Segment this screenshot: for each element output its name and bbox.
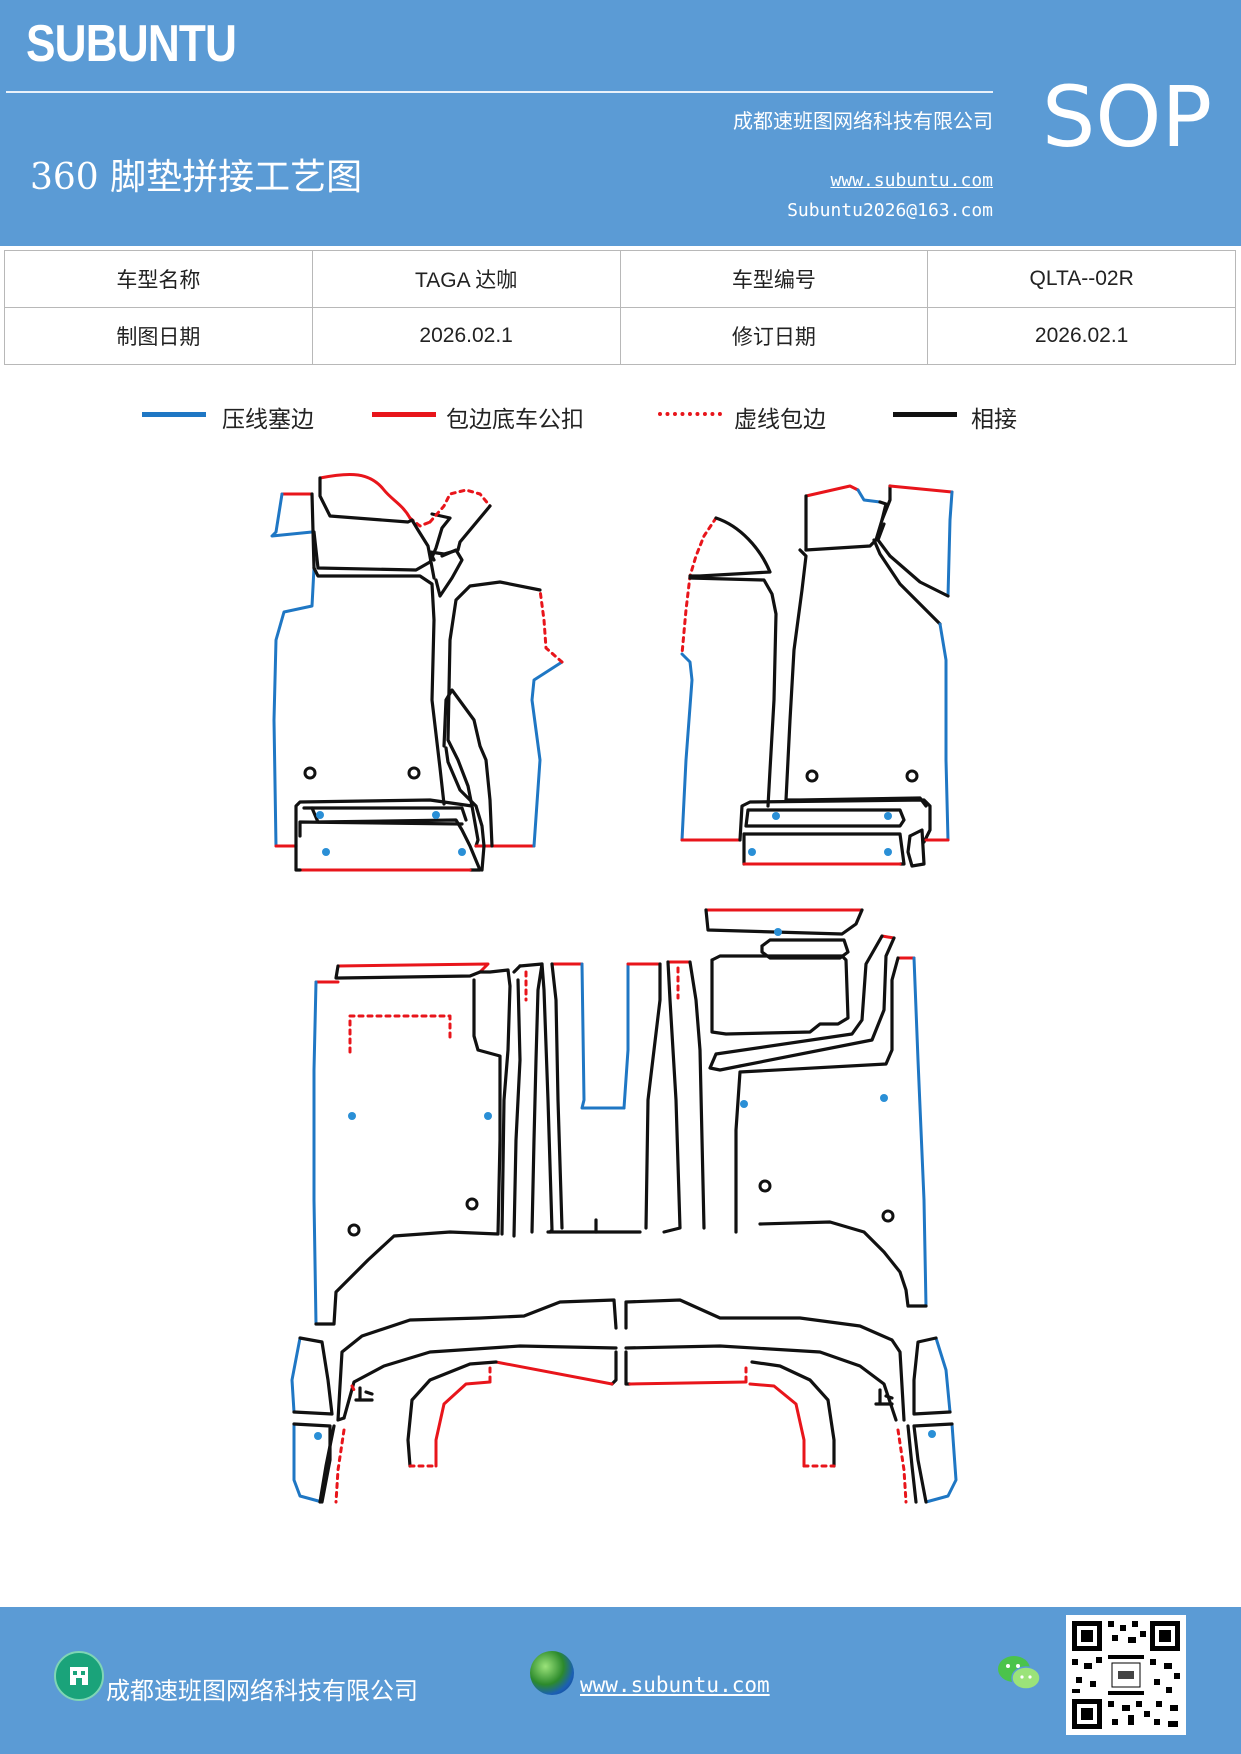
legend-swatch-red-dotted [658, 412, 722, 416]
label-drawing-date: 制图日期 [4, 307, 313, 365]
page-title: 360 脚垫拼接工艺图 [30, 157, 363, 198]
value-revision-date: 2026.02.1 [927, 307, 1236, 365]
front-left-mat [270, 472, 564, 872]
header-banner: SUBUNTU 成都速班图网络科技有限公司 360 脚垫拼接工艺图 www.su… [0, 0, 1241, 246]
footer-banner: 成都速班图网络科技有限公司 www.subuntu.com [0, 1607, 1241, 1754]
wechat-icon[interactable] [996, 1651, 1044, 1695]
label-model-name: 车型名称 [4, 250, 313, 308]
front-right-mat [680, 484, 954, 868]
sop-badge: SOP [1042, 68, 1213, 166]
website-link[interactable]: www.subuntu.com [830, 170, 993, 191]
header-divider [6, 91, 993, 93]
legend-swatch-black [893, 412, 957, 417]
legend-swatch-blue [142, 412, 206, 417]
legend-label: 虚线包边 [734, 407, 826, 433]
table-row: 制图日期 2026.02.1 修订日期 2026.02.1 [4, 307, 1236, 365]
line-legend: 压线塞边 包边底车公扣 虚线包边 相接 [0, 400, 1241, 440]
value-model-name: TAGA 达咖 [311, 250, 621, 308]
legend-swatch-red [372, 412, 436, 417]
company-name: 成都速班图网络科技有限公司 [733, 109, 993, 133]
value-model-code: QLTA--02R [927, 250, 1236, 308]
rear-mats [290, 908, 958, 1504]
footer-website-link[interactable]: www.subuntu.com [580, 1673, 770, 1697]
globe-icon [530, 1651, 574, 1695]
legend-label: 相接 [971, 407, 1017, 433]
building-icon [54, 1651, 104, 1701]
label-model-code: 车型编号 [619, 250, 929, 308]
label-revision-date: 修订日期 [619, 307, 929, 365]
legend-label: 包边底车公扣 [446, 407, 584, 433]
table-row: 车型名称 TAGA 达咖 车型编号 QLTA--02R [4, 250, 1236, 308]
email-address[interactable]: Subuntu2026@163.com [787, 200, 993, 221]
vehicle-info-table: 车型名称 TAGA 达咖 车型编号 QLTA--02R 制图日期 2026.02… [4, 250, 1236, 365]
legend-label: 压线塞边 [222, 407, 314, 433]
brand-logo: SUBUNTU [26, 15, 237, 73]
value-drawing-date: 2026.02.1 [311, 307, 621, 365]
footer-company-name: 成都速班图网络科技有限公司 [106, 1677, 418, 1705]
qr-code[interactable] [1066, 1615, 1186, 1735]
